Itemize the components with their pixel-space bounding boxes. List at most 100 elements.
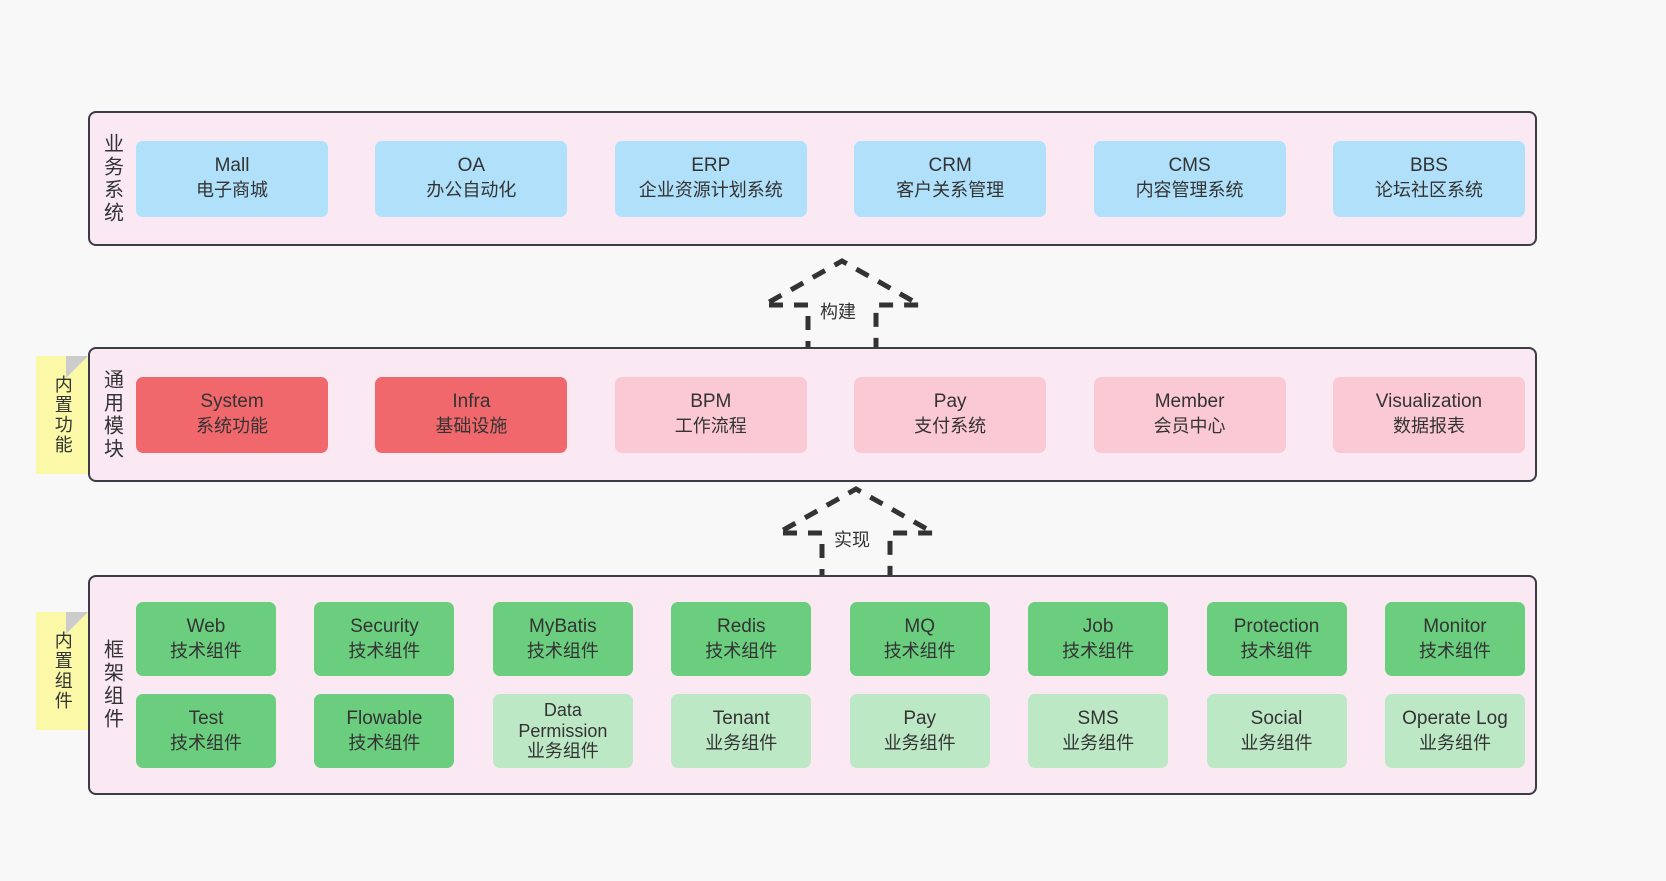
node-subtitle: 业务组件 bbox=[1418, 732, 1491, 753]
tag-builtin-component: 内置组件 bbox=[36, 612, 88, 730]
node-title: Flowable bbox=[346, 707, 423, 729]
node-title: MQ bbox=[904, 615, 935, 637]
node-subtitle: 技术组件 bbox=[170, 640, 242, 661]
node-operate-log[interactable]: Operate Log 业务组件 bbox=[1384, 694, 1525, 768]
tag-label: 内置功能 bbox=[52, 375, 73, 455]
node-title: OA bbox=[457, 155, 486, 177]
node-test[interactable]: Test 技术组件 bbox=[136, 694, 276, 768]
node-subtitle: 业务组件 bbox=[526, 741, 599, 762]
layer-framework-body: Web 技术组件 Security 技术组件 MyBatis 技术组件 Redi… bbox=[132, 577, 1535, 793]
node-title: BBS bbox=[1409, 155, 1448, 177]
node-title: SMS bbox=[1077, 707, 1119, 729]
node-title: Test bbox=[188, 707, 224, 729]
layer-business-title: 业务系统 bbox=[100, 132, 123, 225]
node-subtitle: 基础设施 bbox=[435, 416, 508, 437]
dashed-up-arrow-icon bbox=[754, 258, 930, 355]
node-bbs[interactable]: BBS 论坛社区系统 bbox=[1332, 140, 1525, 217]
common-node-row: System 系统功能 Infra 基础设施 BPM 工作流程 Pay 支付系统… bbox=[136, 376, 1525, 453]
layer-common-modules: 通用模块 System 系统功能 Infra 基础设施 BPM 工作流程 Pay… bbox=[88, 347, 1537, 482]
node-erp[interactable]: ERP 企业资源计划系统 bbox=[614, 140, 807, 217]
layer-business-body: Mall 电子商城 OA 办公自动化 ERP 企业资源计划系统 CRM 客户关系… bbox=[132, 113, 1535, 244]
node-data-permission[interactable]: Data Permission 业务组件 bbox=[492, 694, 633, 768]
node-title: Social bbox=[1250, 707, 1303, 729]
node-pay[interactable]: Pay 支付系统 bbox=[854, 376, 1047, 453]
node-subtitle: 论坛社区系统 bbox=[1374, 180, 1483, 201]
node-title: MyBatis bbox=[529, 615, 597, 637]
node-social[interactable]: Social 业务组件 bbox=[1206, 694, 1347, 768]
node-subtitle: 电子商城 bbox=[196, 180, 268, 201]
node-subtitle: 技术组件 bbox=[1418, 640, 1491, 661]
node-subtitle: 技术组件 bbox=[348, 732, 421, 753]
node-title: CRM bbox=[928, 155, 972, 177]
node-system[interactable]: System 系统功能 bbox=[136, 376, 328, 453]
node-subtitle: 支付系统 bbox=[914, 416, 987, 437]
node-title: Member bbox=[1154, 391, 1225, 413]
node-subtitle: 业务组件 bbox=[883, 732, 956, 753]
node-title: Infra bbox=[452, 391, 491, 413]
node-member[interactable]: Member 会员中心 bbox=[1093, 376, 1286, 453]
node-subtitle: 系统功能 bbox=[196, 416, 268, 437]
node-title: Mall bbox=[214, 155, 250, 177]
node-subtitle: 工作流程 bbox=[674, 416, 747, 437]
node-title: Operate Log bbox=[1402, 707, 1508, 729]
node-subtitle: 客户关系管理 bbox=[896, 180, 1005, 201]
node-subtitle: 技术组件 bbox=[883, 640, 956, 661]
node-subtitle: 业务组件 bbox=[1240, 732, 1313, 753]
node-subtitle: 技术组件 bbox=[170, 732, 242, 753]
node-job[interactable]: Job 技术组件 bbox=[1028, 602, 1169, 676]
node-subtitle: 会员中心 bbox=[1153, 416, 1226, 437]
node-crm[interactable]: CRM 客户关系管理 bbox=[854, 140, 1047, 217]
node-subtitle: 技术组件 bbox=[1062, 640, 1135, 661]
node-title: Security bbox=[350, 615, 419, 637]
node-title: Pay bbox=[933, 391, 967, 413]
node-title: Job bbox=[1082, 615, 1114, 637]
node-title: Protection bbox=[1233, 615, 1320, 637]
node-subtitle: 业务组件 bbox=[1062, 732, 1135, 753]
node-title: Redis bbox=[716, 615, 766, 637]
node-mall[interactable]: Mall 电子商城 bbox=[136, 140, 328, 217]
layer-framework-components: 框架组件 Web 技术组件 Security 技术组件 MyBatis 技术组件… bbox=[88, 575, 1537, 795]
node-subtitle: 业务组件 bbox=[705, 732, 778, 753]
connector-build-label: 构建 bbox=[820, 302, 856, 322]
node-protection[interactable]: Protection 技术组件 bbox=[1206, 602, 1347, 676]
framework-biz-row: Test 技术组件 Flowable 技术组件 Data Permission … bbox=[136, 694, 1525, 768]
node-subtitle: 办公自动化 bbox=[426, 180, 517, 201]
layer-common-title: 通用模块 bbox=[100, 368, 123, 461]
node-title: System bbox=[200, 391, 264, 413]
layer-common-body: System 系统功能 Infra 基础设施 BPM 工作流程 Pay 支付系统… bbox=[132, 349, 1535, 480]
node-subtitle: 技术组件 bbox=[705, 640, 778, 661]
node-subtitle: 数据报表 bbox=[1392, 416, 1465, 437]
node-monitor[interactable]: Monitor 技术组件 bbox=[1384, 602, 1525, 676]
node-mq[interactable]: MQ 技术组件 bbox=[849, 602, 990, 676]
tag-builtin-function: 内置功能 bbox=[36, 356, 88, 474]
node-flowable[interactable]: Flowable 技术组件 bbox=[314, 694, 455, 768]
framework-tech-row: Web 技术组件 Security 技术组件 MyBatis 技术组件 Redi… bbox=[136, 602, 1525, 676]
node-infra[interactable]: Infra 基础设施 bbox=[375, 376, 568, 453]
business-node-row: Mall 电子商城 OA 办公自动化 ERP 企业资源计划系统 CRM 客户关系… bbox=[136, 140, 1525, 217]
node-title: CMS bbox=[1168, 155, 1211, 177]
node-oa[interactable]: OA 办公自动化 bbox=[375, 140, 568, 217]
connector-implement-label: 实现 bbox=[834, 530, 870, 550]
node-title: Web bbox=[186, 615, 226, 637]
node-web[interactable]: Web 技术组件 bbox=[136, 602, 276, 676]
tag-label: 内置组件 bbox=[52, 631, 73, 711]
dashed-up-arrow-icon bbox=[768, 486, 944, 583]
node-title: Data Permission bbox=[518, 699, 608, 741]
node-redis[interactable]: Redis 技术组件 bbox=[671, 602, 812, 676]
node-subtitle: 企业资源计划系统 bbox=[638, 180, 783, 201]
node-cms[interactable]: CMS 内容管理系统 bbox=[1093, 140, 1286, 217]
node-title: Tenant bbox=[712, 707, 770, 729]
node-title: Visualization bbox=[1375, 391, 1483, 413]
node-visualization[interactable]: Visualization 数据报表 bbox=[1332, 376, 1525, 453]
connector-build: 构建 bbox=[752, 258, 932, 355]
node-security[interactable]: Security 技术组件 bbox=[314, 602, 455, 676]
layer-business-systems: 业务系统 Mall 电子商城 OA 办公自动化 ERP 企业资源计划系统 CRM… bbox=[88, 111, 1537, 246]
node-mybatis[interactable]: MyBatis 技术组件 bbox=[492, 602, 633, 676]
node-tenant[interactable]: Tenant 业务组件 bbox=[671, 694, 812, 768]
node-title: Monitor bbox=[1423, 615, 1487, 637]
node-subtitle: 内容管理系统 bbox=[1135, 180, 1244, 201]
node-pay-component[interactable]: Pay 业务组件 bbox=[849, 694, 990, 768]
node-bpm[interactable]: BPM 工作流程 bbox=[614, 376, 807, 453]
node-sms[interactable]: SMS 业务组件 bbox=[1028, 694, 1169, 768]
